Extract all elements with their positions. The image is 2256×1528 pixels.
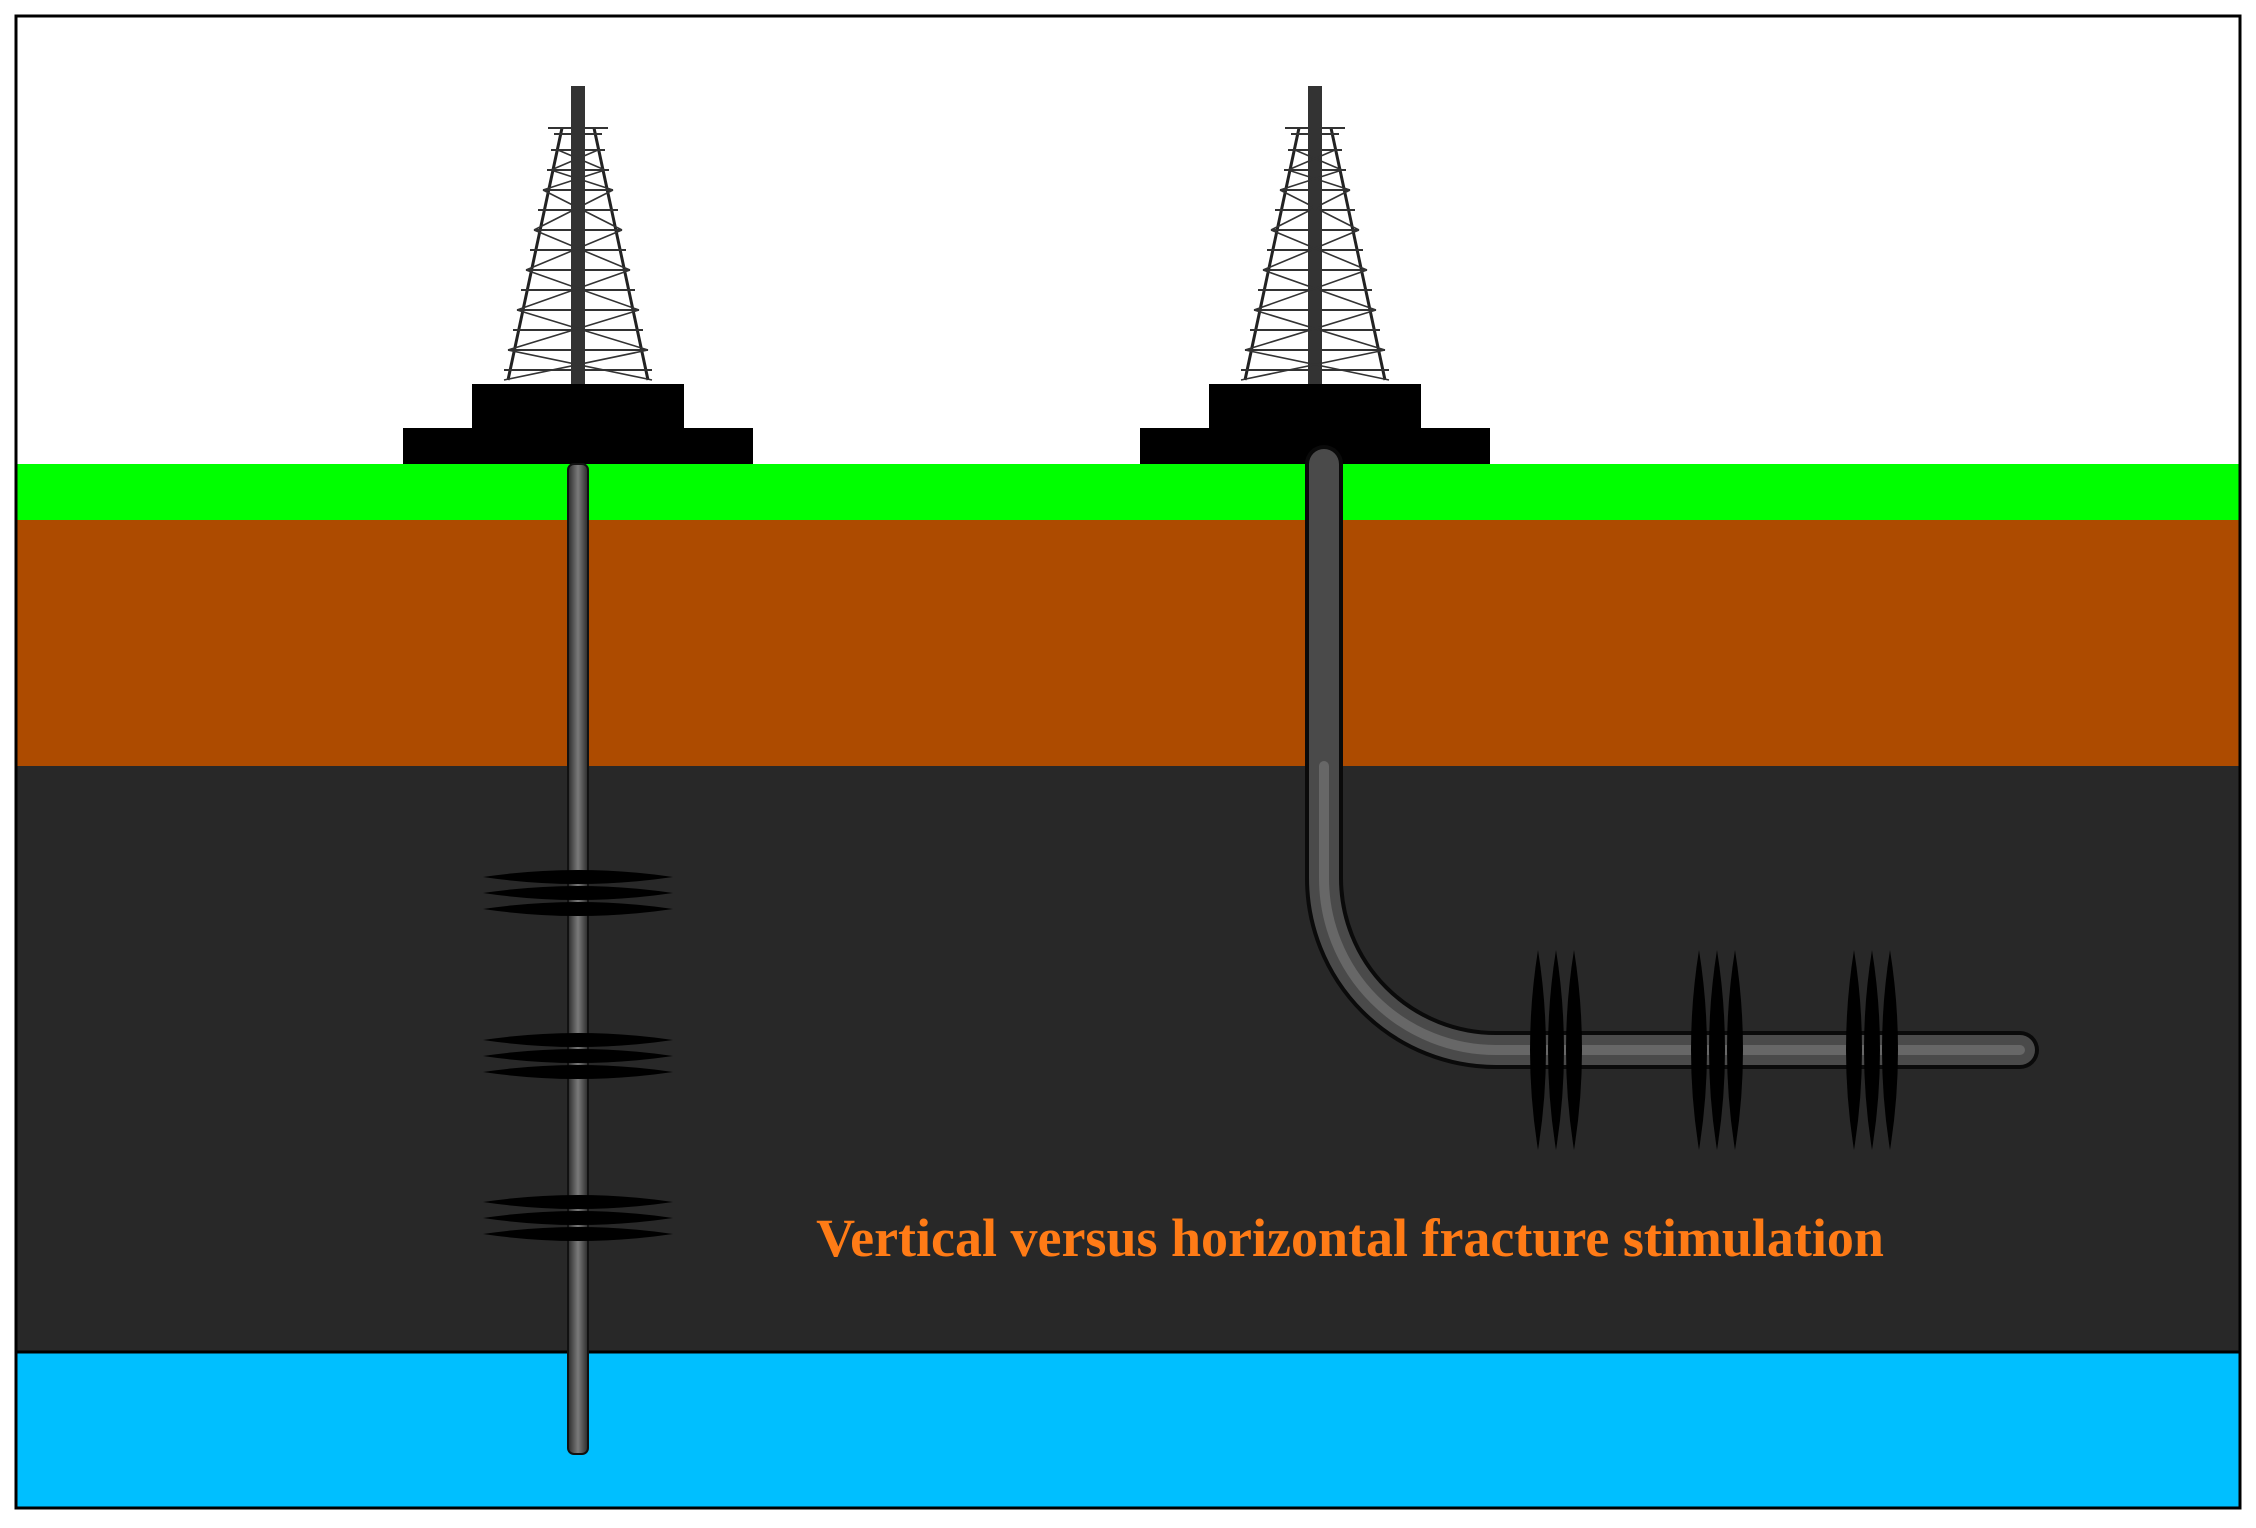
- vertical-wellbore: [567, 463, 589, 1455]
- grass-layer: [16, 464, 2240, 520]
- fracture-wing: [1691, 950, 1707, 1150]
- fracture-wing: [1846, 950, 1862, 1150]
- fracture-wing: [483, 1049, 673, 1063]
- horizontal-wellbore-highlight: [1319, 761, 2025, 1055]
- vertical-fractures: [483, 870, 673, 1241]
- right-well: [1140, 86, 2039, 1150]
- fracture-wing: [1530, 950, 1546, 1150]
- fracture-wing: [1548, 950, 1564, 1150]
- fracture-wing: [483, 1227, 673, 1241]
- fracture-wing: [483, 886, 673, 900]
- horizontal-fractures: [1530, 950, 1898, 1150]
- sky-layer: [16, 16, 2240, 464]
- fracture-wing: [483, 1065, 673, 1079]
- fracture-wing: [1727, 950, 1743, 1150]
- fracture-wing: [1882, 950, 1898, 1150]
- frame-border: [14, 14, 2242, 1510]
- fracture-wing: [1566, 950, 1582, 1150]
- soil-layer: [16, 520, 2240, 766]
- fracture-wing: [1709, 950, 1725, 1150]
- fracture-wing: [483, 870, 673, 884]
- fracture-wing: [1864, 950, 1880, 1150]
- left-derrick-icon: [403, 86, 753, 464]
- fracture-wing: [483, 1033, 673, 1047]
- aquifer-layer: [16, 1352, 2240, 1508]
- fracture-wing: [483, 1211, 673, 1225]
- diagram-caption: Vertical versus horizontal fracture stim…: [816, 1208, 1884, 1268]
- left-well: [403, 86, 753, 1455]
- fracture-wing: [483, 902, 673, 916]
- fracture-wing: [483, 1195, 673, 1209]
